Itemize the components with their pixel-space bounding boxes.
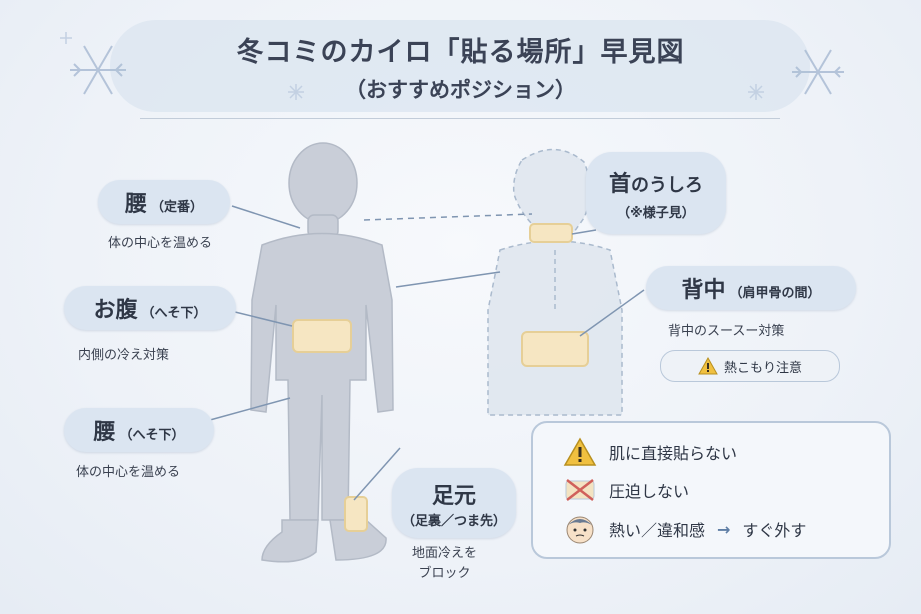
back-body-figure	[487, 148, 623, 416]
warning-icon	[563, 437, 597, 466]
note-2-text: 圧迫しない	[609, 482, 690, 501]
label-feet-main: 足元	[431, 483, 476, 509]
label-waist-top-main: 腰	[124, 192, 147, 217]
label-neck-main: 首	[608, 171, 631, 197]
label-feet-desc-line1: 地面冷えを	[412, 546, 478, 561]
warning-icon	[698, 357, 718, 375]
label-waist-bottom-main: 腰	[93, 420, 116, 445]
label-belly: お腹 （へそ下）	[64, 286, 236, 330]
label-feet-desc-line2: ブロック	[418, 566, 471, 581]
pad-neck	[529, 223, 573, 243]
snowflake-icon-left	[70, 45, 126, 95]
note-row-2: 圧迫しない	[563, 477, 689, 503]
note-1-text: 肌に直接貼らない	[609, 444, 738, 463]
label-neck-suffix: のうしろ	[631, 174, 703, 196]
leader-lines	[209, 205, 645, 501]
pad-belly	[292, 319, 352, 353]
label-waist-bottom: 腰 （へそ下）	[64, 408, 214, 452]
note-3-text-before: 熱い／違和感	[609, 521, 706, 540]
cross-out-icon	[565, 479, 595, 501]
label-neck-title: 首のうしろ	[609, 166, 703, 198]
heat-warning-text: 熱こもり注意	[723, 360, 802, 376]
pad-foot	[344, 496, 368, 532]
label-waist-top-sub: （定番）	[151, 200, 204, 215]
note-row-3: 熱い／違和感 → すぐ外す	[563, 513, 806, 545]
arrow-right-icon: →	[717, 519, 731, 539]
snowflake-icon-small	[60, 32, 764, 100]
label-back-desc: 背中のスースー対策	[668, 324, 785, 339]
face-icon	[566, 516, 594, 544]
label-back-sub: （肩甲骨の間）	[729, 286, 821, 301]
label-back-main: 背中	[681, 278, 726, 303]
heat-warning-badge: 熱こもり注意	[660, 350, 840, 382]
label-feet-sub: （足裏／つま先）	[401, 513, 506, 529]
label-back: 背中 （肩甲骨の間）	[646, 266, 856, 310]
label-feet: 足元 （足裏／つま先）	[392, 468, 516, 538]
label-belly-sub: （へそ下）	[141, 306, 207, 321]
label-feet-desc: 地面冷えを ブロック	[412, 544, 477, 584]
pad-back	[521, 331, 589, 367]
caution-notes-box: 肌に直接貼らない 圧迫しない 熱い／違和感 → すぐ外す	[531, 421, 891, 559]
note-row-1: 肌に直接貼らない	[563, 437, 737, 467]
label-waist-bottom-sub: （へそ下）	[119, 428, 185, 443]
label-waist-bottom-desc: 体の中心を温める	[76, 465, 181, 480]
title-divider	[140, 118, 780, 119]
label-neck: 首のうしろ （※様子見）	[586, 152, 726, 234]
note-3-text-after: すぐ外す	[742, 521, 807, 540]
front-body-figure	[250, 142, 394, 563]
page-subtitle: （おすすめポジション）	[345, 78, 576, 102]
snowflake-icon-right	[792, 49, 844, 95]
label-belly-main: お腹	[93, 298, 138, 323]
label-belly-desc: 内側の冷え対策	[78, 348, 170, 363]
title-banner	[110, 20, 810, 112]
label-waist-top: 腰 （定番）	[98, 180, 230, 224]
page-title: 冬コミのカイロ「貼る場所」早見図	[236, 37, 685, 68]
label-waist-top-desc: 体の中心を温める	[108, 236, 213, 251]
label-neck-sub: （※様子見）	[617, 205, 695, 221]
